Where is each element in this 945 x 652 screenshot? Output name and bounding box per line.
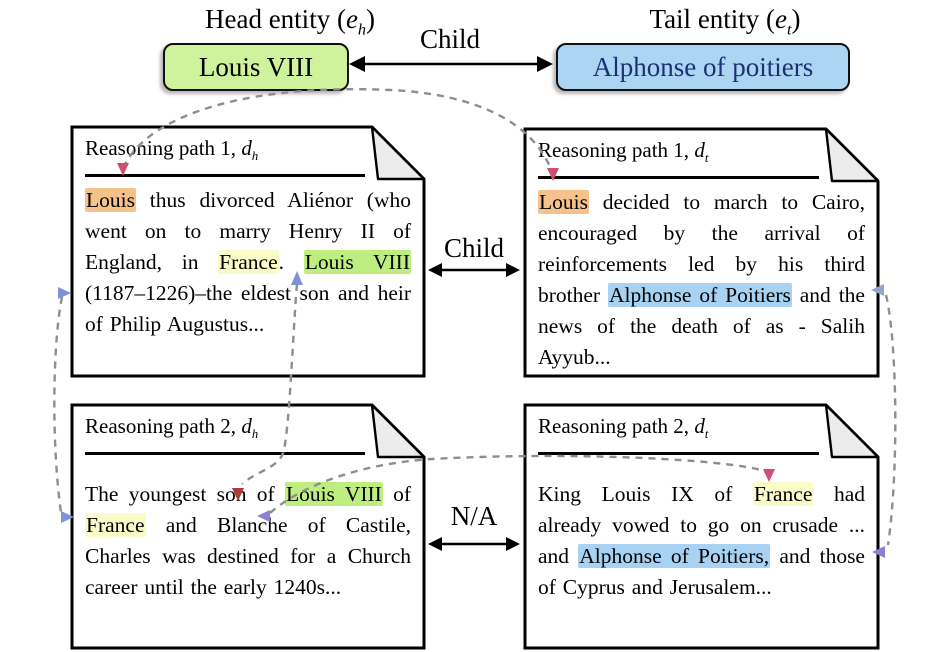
head-entity-label: Louis VIII <box>198 51 314 82</box>
doc-text: and those of Cyprus and Jerusalem... <box>538 543 865 599</box>
title-rule <box>85 452 366 455</box>
highlight-yellow: France <box>752 481 814 506</box>
doc-text: had already vowed to go on crusade ... a… <box>538 481 865 568</box>
doc-reasoning-path1-head: Reasoning path 1, dh Louis thus divorced… <box>70 125 426 378</box>
doc-body: The youngest son of Louis VIII of France… <box>85 479 411 603</box>
tail-entity-caption: Tail entity (et) <box>575 4 875 39</box>
doc-text: and the news of the death of as - Salih … <box>538 282 865 369</box>
doc-body: Louis thus divorced Aliénor (who went on… <box>85 185 412 340</box>
doc-body: Louis decided to march to Cairo, encoura… <box>538 187 865 373</box>
tail-caption-var: e <box>775 4 788 34</box>
highlight-yellow: France <box>218 249 279 274</box>
title-rule <box>85 174 366 177</box>
highlight-blue: Alphonse of Poitiers <box>608 282 792 307</box>
doc-reasoning-path2-head: Reasoning path 2, dh The youngest son of… <box>70 403 426 650</box>
double-arrow-path1 <box>428 263 520 277</box>
tail-caption-close: ) <box>791 4 801 34</box>
double-arrow-path2 <box>428 537 520 551</box>
tail-caption-sub: t <box>787 20 792 39</box>
tail-entity-label: Alphonse of poitiers <box>592 51 814 82</box>
doc-text: decided to march to Cairo, encouraged by… <box>538 189 865 307</box>
tail-caption-text: Tail entity ( <box>649 4 776 34</box>
head-caption-text: Head entity ( <box>204 4 346 34</box>
doc-text: The youngest son of <box>85 481 285 506</box>
doc-text: (1187–1226)–the eldest son and heir of P… <box>85 280 411 336</box>
doc-text: and Blanche of Castile, Charles was dest… <box>85 512 411 599</box>
doc-text: of <box>382 481 411 506</box>
doc-reasoning-path2-tail: Reasoning path 2, dt King Louis IX of Fr… <box>523 403 880 650</box>
doc-text: . <box>278 249 304 274</box>
folded-corner-icon <box>824 127 880 183</box>
highlight-yellow: France <box>85 512 146 537</box>
highlight-orange: Louis <box>85 187 136 212</box>
head-caption-close: ) <box>366 4 376 34</box>
folded-corner-icon <box>824 403 880 459</box>
head-caption-var: e <box>345 4 358 34</box>
relation-label-top: Child <box>419 24 480 54</box>
relation-label-path2: N/A <box>450 501 498 531</box>
highlight-orange: Louis <box>538 189 589 214</box>
tail-entity-box: Alphonse of poitiers <box>556 43 850 91</box>
title-rule <box>538 176 820 179</box>
doc-title: Reasoning path 1, dt <box>538 138 709 166</box>
doc-body: King Louis IX of France had already vowe… <box>538 479 865 603</box>
head-entity-caption: Head entity (eh) <box>135 4 445 39</box>
doc-text: King Louis IX of <box>538 481 753 506</box>
relation-label-path1: Child <box>443 233 504 263</box>
doc-text: thus divorced Aliénor (who went on to ma… <box>85 187 411 274</box>
document-frame <box>523 127 880 378</box>
highlight-green: Louis VIII <box>284 481 383 506</box>
double-arrow-top <box>349 56 553 72</box>
doc-title: Reasoning path 2, dt <box>538 414 709 442</box>
doc-title: Reasoning path 1, dh <box>85 136 259 164</box>
head-caption-sub: h <box>357 20 367 39</box>
head-entity-box: Louis VIII <box>163 43 349 91</box>
highlight-blue: Alphonse of Poitiers, <box>578 543 771 568</box>
highlight-green: Louis VIII <box>303 249 412 274</box>
title-rule <box>538 452 820 455</box>
doc-reasoning-path1-tail: Reasoning path 1, dt Louis decided to ma… <box>523 127 880 378</box>
doc-title: Reasoning path 2, dh <box>85 414 259 442</box>
